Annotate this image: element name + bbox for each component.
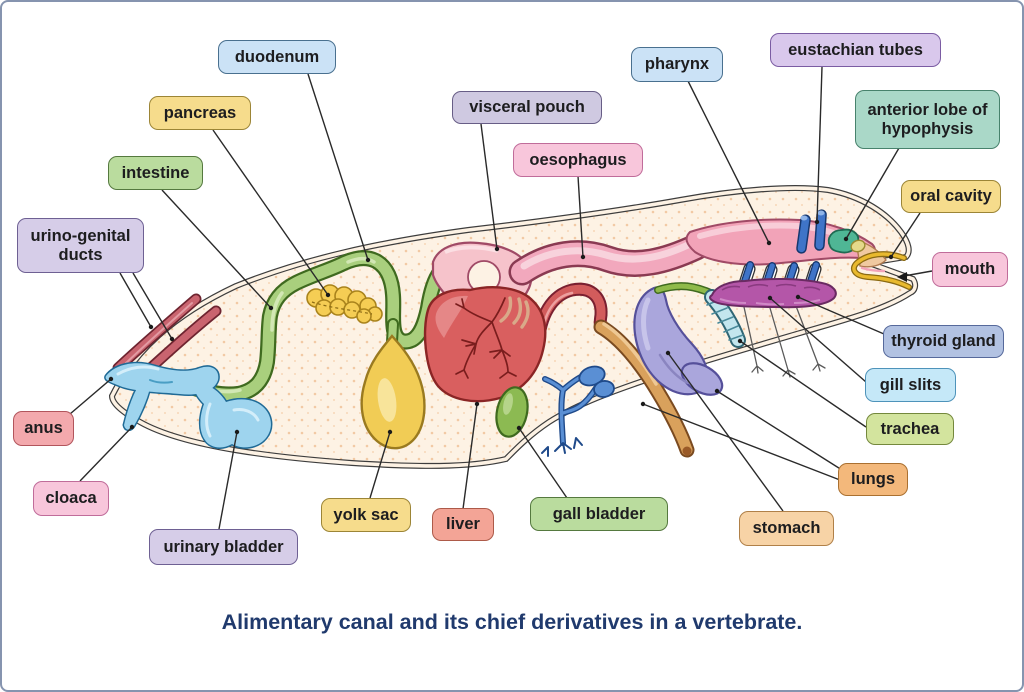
label-anterior-lobe-of-hypophysis: anterior lobe of hypophysis — [855, 90, 1000, 149]
hypophysis-organ — [827, 228, 866, 254]
cloaca-organ — [104, 361, 273, 449]
label-urinary-bladder: urinary bladder — [149, 529, 298, 565]
label-oral-cavity: oral cavity — [901, 180, 1001, 213]
yolk-sac-organ — [360, 334, 426, 450]
label-eustachian-tubes: eustachian tubes — [770, 33, 941, 67]
label-liver: liver — [432, 508, 494, 541]
label-intestine: intestine — [108, 156, 203, 190]
label-trachea: trachea — [866, 413, 954, 445]
gill-band-organ — [709, 277, 837, 309]
label-stomach: stomach — [739, 511, 834, 546]
label-anus: anus — [13, 411, 74, 446]
label-yolk-sac: yolk sac — [321, 498, 411, 532]
label-thyroid-gland: thyroid gland — [883, 325, 1004, 358]
label-pharynx: pharynx — [631, 47, 723, 82]
label-urino-genital-ducts: urino-genital ducts — [17, 218, 144, 273]
label-gill-slits: gill slits — [865, 368, 956, 402]
label-cloaca: cloaca — [33, 481, 109, 516]
blue-duct-organ — [541, 365, 615, 457]
oral-cavity-organ — [850, 251, 912, 290]
label-pancreas: pancreas — [149, 96, 251, 130]
leader-lines — [69, 66, 933, 530]
label-duodenum: duodenum — [218, 40, 336, 74]
figure-caption: Alimentary canal and its chief derivativ… — [221, 610, 803, 634]
pancreas-organ — [306, 284, 383, 324]
label-gall-bladder: gall bladder — [530, 497, 668, 531]
gill-rakers — [743, 305, 826, 378]
liver-organ — [423, 286, 547, 403]
label-oesophagus: oesophagus — [513, 143, 643, 177]
gall-bladder-organ — [495, 386, 529, 438]
label-mouth: mouth — [932, 252, 1008, 287]
label-lungs: lungs — [838, 463, 908, 496]
label-visceral-pouch: visceral pouch — [452, 91, 602, 124]
leader-dots — [108, 219, 907, 435]
lung-tan-organ — [593, 319, 695, 458]
mouth-arrowhead — [897, 272, 907, 282]
bile-strands — [499, 296, 530, 329]
oesophagus-organ — [508, 233, 710, 286]
